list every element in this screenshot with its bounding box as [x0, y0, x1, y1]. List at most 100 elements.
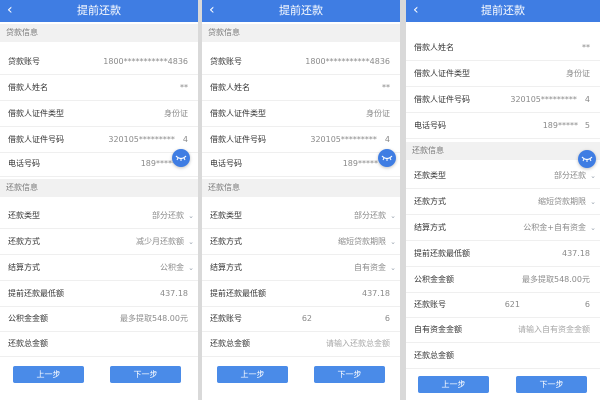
- row-borrower-name: 借款人姓名 **: [0, 75, 198, 101]
- value-repay-type: 部分还款: [554, 171, 586, 180]
- label-borrower-name: 借款人姓名: [414, 43, 454, 52]
- row-repay-type[interactable]: 还款类型 部分还款 ⌄: [202, 203, 400, 229]
- row-loan-account: 贷款账号 1800***********4836: [0, 49, 198, 75]
- chevron-down-icon: ⌄: [590, 172, 596, 180]
- value-borrower-name: **: [582, 43, 590, 52]
- value-repay-account-right: 6: [584, 300, 590, 309]
- label-own-fund-amount: 自有资金金额: [414, 325, 462, 334]
- prev-button[interactable]: 上一步: [418, 376, 489, 393]
- screen-2: ‹ 提前还款 贷款信息 贷款账号 1800***********4836 借款人…: [202, 0, 400, 400]
- row-repay-account[interactable]: 还款账号 62 6: [202, 306, 400, 332]
- row-repay-method[interactable]: 还款方式 缩短贷款期限 ⌄: [406, 189, 600, 215]
- chevron-down-icon: ⌄: [188, 238, 194, 246]
- screen-3: ‹ 提前还款 借款人姓名 ** 借款人证件类型 身份证 借款人证件号码 3201…: [406, 0, 600, 400]
- label-repay-account: 还款账号: [210, 314, 242, 323]
- divider: [198, 0, 202, 400]
- section-loan-info: 贷款信息: [202, 24, 400, 42]
- label-phone: 电话号码: [414, 121, 446, 130]
- value-borrower-name: **: [382, 83, 390, 92]
- label-repay-account: 还款账号: [414, 300, 446, 309]
- row-id-number: 借款人证件号码 320105********* 4: [406, 87, 600, 113]
- label-fund-amount: 公积金金额: [414, 275, 454, 284]
- row-phone: 电话号码 189***** 5: [406, 113, 600, 139]
- section-repay-info: 还款信息: [202, 179, 400, 197]
- row-repay-method[interactable]: 还款方式 缩短贷款期限 ⌄: [202, 229, 400, 255]
- row-borrower-name: 借款人姓名 **: [202, 75, 400, 101]
- header-bar: ‹ 提前还款: [0, 0, 198, 22]
- value-min-amount: 437.18: [160, 289, 188, 298]
- value-repay-method: 减少月还款额: [136, 237, 184, 246]
- row-settle-method[interactable]: 结算方式 公积金+自有资金 ⌄: [406, 215, 600, 241]
- row-loan-account: 贷款账号 1800***********4836: [202, 49, 400, 75]
- section-loan-info: 贷款信息: [0, 24, 198, 42]
- label-id-type: 借款人证件类型: [8, 109, 64, 118]
- value-fund-amount: 最多提取548.00元: [120, 314, 188, 323]
- label-min-amount: 提前还款最低额: [210, 289, 266, 298]
- label-phone: 电话号码: [8, 159, 40, 168]
- label-min-amount: 提前还款最低额: [8, 289, 64, 298]
- label-phone: 电话号码: [210, 159, 242, 168]
- value-repay-method: 缩短贷款期限: [538, 197, 586, 206]
- label-total-amount: 还款总金额: [210, 339, 250, 348]
- label-repay-method: 还款方式: [414, 197, 446, 206]
- label-fund-amount: 公积金金额: [8, 314, 48, 323]
- label-id-number: 借款人证件号码: [414, 95, 470, 104]
- row-id-type: 借款人证件类型 身份证: [0, 101, 198, 127]
- label-id-type: 借款人证件类型: [210, 109, 266, 118]
- row-repay-type[interactable]: 还款类型 部分还款 ⌄: [0, 203, 198, 229]
- chevron-left-icon[interactable]: ‹: [209, 2, 215, 18]
- next-button[interactable]: 下一步: [110, 366, 181, 383]
- row-own-fund-amount[interactable]: 自有资金金额 请输入自有资金金额: [406, 317, 600, 343]
- row-total-amount[interactable]: 还款总金额 请输入还款总金额: [202, 331, 400, 357]
- row-settle-method[interactable]: 结算方式 公积金 ⌄: [0, 255, 198, 281]
- chevron-left-icon[interactable]: ‹: [7, 2, 13, 18]
- value-loan-account: 1800***********4836: [305, 57, 390, 66]
- row-id-number: 借款人证件号码 320105********* 4: [202, 127, 400, 153]
- label-borrower-name: 借款人姓名: [8, 83, 48, 92]
- label-settle-method: 结算方式: [8, 263, 40, 272]
- label-repay-type: 还款类型: [414, 171, 446, 180]
- chevron-down-icon: ⌄: [390, 238, 396, 246]
- label-total-amount: 还款总金额: [8, 339, 48, 348]
- eye-closed-icon[interactable]: [172, 149, 190, 167]
- row-min-amount: 提前还款最低额 437.18: [0, 281, 198, 307]
- label-id-number: 借款人证件号码: [8, 135, 64, 144]
- row-settle-method[interactable]: 结算方式 自有资金 ⌄: [202, 255, 400, 281]
- chevron-down-icon: ⌄: [390, 212, 396, 220]
- row-min-amount: 提前还款最低额 437.18: [202, 281, 400, 307]
- row-fund-amount[interactable]: 公积金金额 最多提取548.00元: [0, 306, 198, 332]
- label-repay-type: 还款类型: [210, 211, 242, 220]
- row-repay-account[interactable]: 还款账号 621 6: [406, 292, 600, 318]
- row-phone: 电话号码 189*****: [202, 151, 400, 177]
- value-id-type: 身份证: [164, 109, 188, 118]
- row-phone: 电话号码 189*****: [0, 151, 198, 177]
- row-repay-type[interactable]: 还款类型 部分还款 ⌄: [406, 163, 600, 189]
- value-settle-method: 公积金: [160, 263, 184, 272]
- next-button[interactable]: 下一步: [516, 376, 587, 393]
- value-repay-method: 缩短贷款期限: [338, 237, 386, 246]
- label-loan-account: 贷款账号: [210, 57, 242, 66]
- row-id-type: 借款人证件类型 身份证: [202, 101, 400, 127]
- row-id-number: 借款人证件号码 320105********* 4: [0, 127, 198, 153]
- value-fund-amount: 最多提取548.00元: [522, 275, 590, 284]
- label-min-amount: 提前还款最低额: [414, 249, 470, 258]
- prev-button[interactable]: 上一步: [217, 366, 288, 383]
- prev-button[interactable]: 上一步: [13, 366, 84, 383]
- eye-closed-icon[interactable]: [378, 149, 396, 167]
- own-fund-amount-input[interactable]: 请输入自有资金金额: [518, 325, 590, 334]
- value-settle-method: 自有资金: [354, 263, 386, 272]
- row-total-amount[interactable]: 还款总金额: [406, 343, 600, 369]
- eye-closed-icon[interactable]: [578, 150, 596, 168]
- divider: [400, 0, 406, 400]
- row-repay-method[interactable]: 还款方式 减少月还款额 ⌄: [0, 229, 198, 255]
- next-button[interactable]: 下一步: [314, 366, 385, 383]
- value-repay-type: 部分还款: [152, 211, 184, 220]
- value-phone-left: 189*****: [542, 121, 578, 130]
- value-borrower-name: **: [180, 83, 188, 92]
- row-total-amount[interactable]: 还款总金额: [0, 331, 198, 357]
- chevron-left-icon[interactable]: ‹: [413, 2, 419, 18]
- row-fund-amount[interactable]: 公积金金额 最多提取548.00元: [406, 267, 600, 293]
- value-repay-account-left: 62: [301, 314, 312, 323]
- label-settle-method: 结算方式: [210, 263, 242, 272]
- total-amount-input[interactable]: 请输入还款总金额: [326, 339, 390, 348]
